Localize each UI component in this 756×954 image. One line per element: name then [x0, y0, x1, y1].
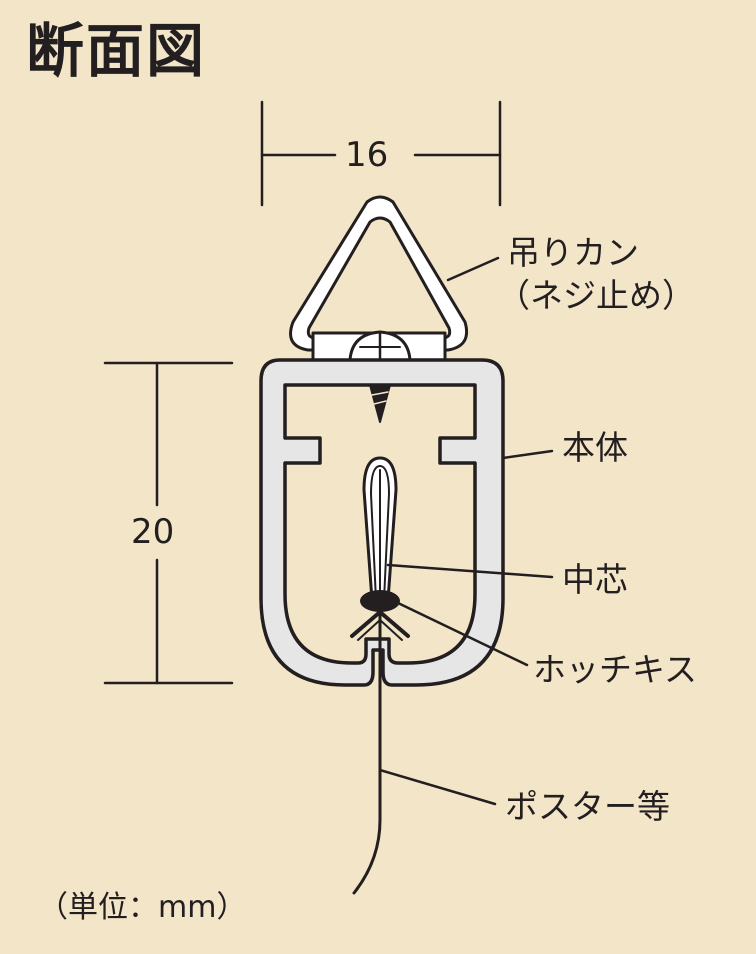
- stapler: [350, 590, 410, 641]
- core-label: 中芯: [562, 560, 628, 599]
- core-loop: [362, 456, 398, 602]
- screw-plate: [311, 330, 447, 362]
- leader-lines: [378, 256, 554, 806]
- width-dimension-label: 16: [345, 135, 389, 175]
- width-dimension: [260, 100, 502, 207]
- body-label: 本体: [562, 428, 628, 467]
- height-dimension-label: 20: [131, 512, 175, 552]
- height-dimension: [103, 361, 234, 685]
- stapler-label: ホッチキス: [533, 650, 698, 689]
- poster-sheet: [352, 610, 382, 895]
- hanger-ring: [289, 195, 469, 352]
- unit-note: （単位：mm）: [38, 890, 247, 925]
- body-profile: [259, 358, 505, 687]
- diagram-title: 断面図: [26, 17, 207, 85]
- poster-label: ポスター等: [505, 787, 670, 826]
- screw-tip: [369, 384, 391, 423]
- hanger-label: 吊りカン: [507, 233, 639, 272]
- hanger-note-label: （ネジ止め）: [497, 276, 695, 315]
